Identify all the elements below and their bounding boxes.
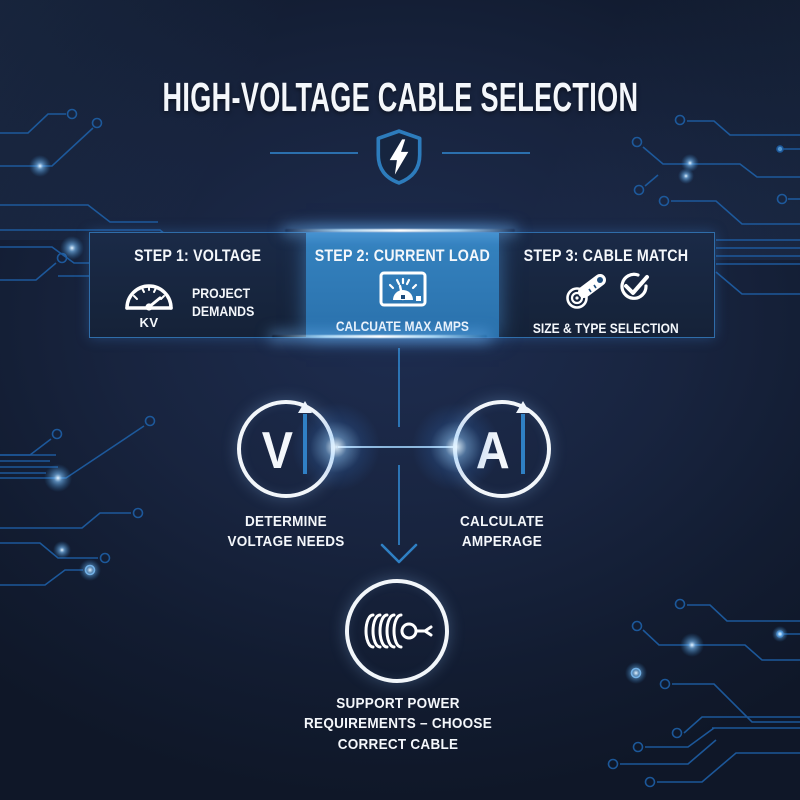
- node-label-cable: SUPPORT POWER REQUIREMENTS – CHOOSE CORR…: [304, 695, 492, 753]
- circuit-glow-dots: [29, 154, 788, 684]
- divider-line-left: [270, 152, 358, 154]
- connector-vertical-top: [398, 348, 400, 427]
- page-title: HIGH-VOLTAGE CABLE SELECTION: [0, 74, 800, 121]
- node-circle-amperage: A: [453, 400, 551, 498]
- down-arrow-icon: [379, 542, 419, 571]
- step-title: STEP 3: CABLE MATCH: [523, 246, 689, 265]
- step-panel-cable-match: STEP 3: CABLE MATCH: [499, 233, 713, 337]
- cable-and-check-icon: [562, 270, 650, 315]
- steps-bar: STEP 1: VOLTAGE KV PROJECT DEMANDS: [89, 232, 715, 338]
- connector-vertical-bottom: [398, 465, 400, 545]
- up-arrow-icon: [515, 401, 530, 477]
- connector-highlight: [372, 446, 456, 448]
- ammeter-icon: [379, 271, 427, 312]
- cable-coil-icon: [364, 613, 433, 649]
- check-icon: [620, 272, 649, 300]
- bar-bottom-glow: [272, 335, 487, 338]
- node-label-amperage: CALCULATE AMPERAGE: [460, 513, 544, 551]
- amperage-symbol: A: [476, 422, 510, 480]
- shield-lightning-icon: [374, 128, 424, 191]
- step-panel-current-load: STEP 2: CURRENT LOAD CALCUATE MAX AMPS: [306, 233, 499, 337]
- divider-line-right: [442, 152, 530, 154]
- page-title-text: HIGH-VOLTAGE CABLE SELECTION: [162, 74, 638, 120]
- bar-top-glow: [285, 229, 515, 232]
- step-note: SIZE & TYPE SELECTION: [533, 320, 679, 336]
- cable-roll-icon: [566, 274, 606, 309]
- node-label-voltage: DETERMINE VOLTAGE NEEDS: [227, 513, 345, 551]
- voltage-gauge-icon: [125, 284, 173, 311]
- step-title: STEP 1: VOLTAGE: [134, 246, 262, 265]
- step-title: STEP 2: CURRENT LOAD: [314, 246, 491, 265]
- step-note: PROJECT DEMANDS: [192, 285, 255, 320]
- node-circle-cable: [345, 579, 449, 683]
- step-note: CALCUATE MAX AMPS: [335, 318, 470, 334]
- voltage-symbol: V: [261, 422, 293, 480]
- node-circle-voltage: V: [237, 400, 335, 498]
- up-arrow-icon: [298, 401, 313, 477]
- step-panel-voltage: STEP 1: VOLTAGE KV PROJECT DEMANDS: [90, 233, 306, 337]
- gauge-unit-label: KV: [139, 315, 159, 330]
